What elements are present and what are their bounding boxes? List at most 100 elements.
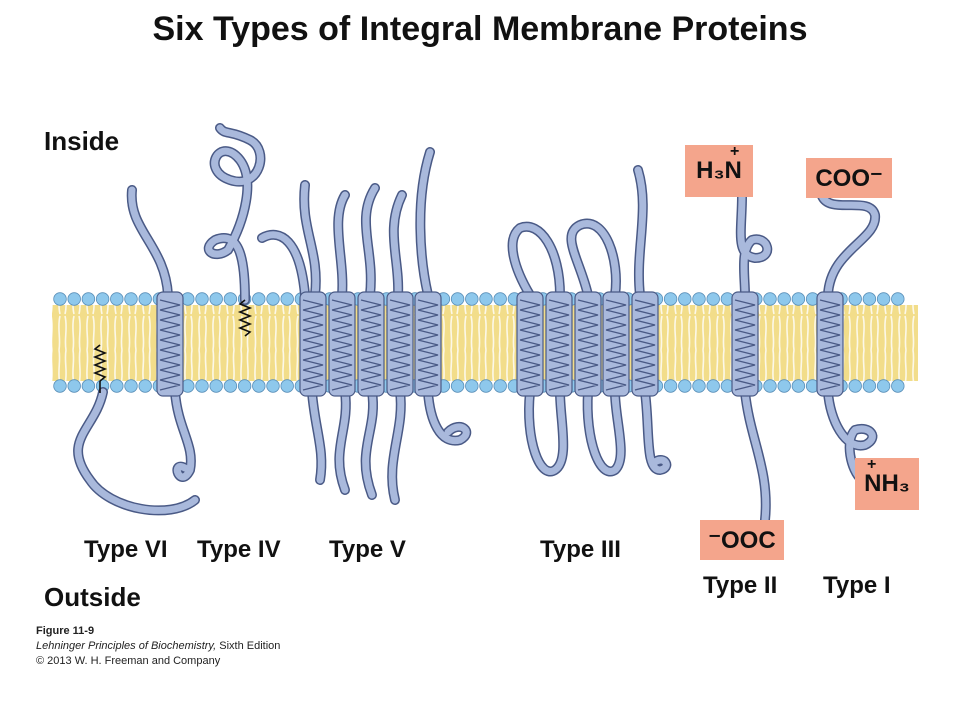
lipid-head [479, 379, 493, 393]
figure-copyright: © 2013 W. H. Freeman and Company [36, 655, 221, 667]
transmembrane-helix [516, 291, 544, 397]
lipid-head [678, 292, 692, 306]
transmembrane-helix [328, 291, 356, 397]
book-edition: Sixth Edition [216, 640, 281, 652]
lipid-head [138, 292, 152, 306]
lipid-head [777, 379, 791, 393]
lipid-head [791, 379, 806, 393]
lipid-head [692, 379, 706, 393]
lipid-head [706, 379, 720, 393]
lipid-head [763, 292, 777, 306]
type-i-n-terminus-label: NH₃ [864, 470, 910, 497]
lipid-head [81, 292, 96, 306]
lipid-head [95, 292, 110, 306]
transmembrane-helix [299, 291, 327, 397]
transmembrane-helix [357, 291, 385, 397]
lipid-head [663, 292, 678, 306]
type-ii-protein [735, 191, 773, 525]
type-vi-protein [73, 185, 200, 516]
lipid-head [678, 379, 692, 393]
transmembrane-helix [574, 291, 602, 397]
transmembrane-helix [414, 291, 442, 397]
type-iv-protein [203, 123, 310, 305]
lipid-head [706, 292, 720, 306]
figure-source: Lehninger Principles of Biochemistry, Si… [36, 639, 280, 654]
lipid-head [124, 292, 138, 306]
lipid-head [848, 379, 862, 393]
lipid-head [891, 379, 905, 393]
type-ii-n-terminus: H₃N + [685, 143, 753, 197]
lipid-head [493, 379, 507, 393]
book-title: Lehninger Principles of Biochemistry, [36, 640, 217, 652]
lipid-head [53, 292, 67, 306]
figure-caption: Figure 11-9 Lehninger Principles of Bioc… [36, 624, 280, 669]
lipid-head [53, 379, 67, 393]
lipid-head [195, 292, 209, 306]
lipid-head [876, 379, 891, 393]
transmembrane-helix [156, 291, 184, 397]
lipid-head [124, 379, 138, 393]
lipid-head [223, 292, 238, 306]
type-i-label: Type I [823, 572, 891, 599]
lipid-head [237, 379, 252, 393]
lipid-head [67, 292, 81, 306]
page-title: Six Types of Integral Membrane Proteins [152, 10, 808, 48]
transmembrane-helix [731, 291, 759, 397]
lipid-head [465, 292, 479, 306]
type-i-protein [817, 191, 880, 485]
lipid-head [465, 379, 479, 393]
type-v-protein [299, 147, 472, 505]
transmembrane-helix [602, 291, 630, 397]
lipid-head [280, 292, 294, 306]
lipid-head [81, 379, 96, 393]
lipid-head [266, 379, 280, 393]
type-iv-lipid-anchor [237, 299, 253, 337]
type-i-n-terminus: NH₃ + [855, 456, 919, 510]
lipid-head [252, 292, 266, 306]
lipid-head [110, 292, 124, 306]
type-ii-c-terminus: ⁻OOC [700, 520, 784, 560]
lipid-head [862, 292, 877, 306]
lipid-head [67, 379, 81, 393]
transmembrane-helix [545, 291, 573, 397]
lipid-head [209, 379, 223, 393]
inside-label: Inside [44, 126, 120, 156]
lipid-head [450, 292, 465, 306]
lipid-head [280, 379, 294, 393]
figure-number: Figure 11-9 [36, 625, 95, 637]
type-iii-label: Type III [540, 536, 621, 563]
type-vi-label: Type VI [84, 536, 168, 563]
type-iv-label: Type IV [197, 536, 281, 563]
lipid-head [763, 379, 777, 393]
lipid-head [791, 292, 806, 306]
type-ii-charge: + [730, 143, 740, 160]
lipid-head [848, 292, 862, 306]
type-i-c-terminus: COO⁻ [806, 158, 892, 198]
lipid-head [223, 379, 238, 393]
lipid-head [266, 292, 280, 306]
type-ii-label: Type II [703, 572, 778, 599]
lipid-head [692, 292, 706, 306]
lipid-head [195, 379, 209, 393]
lipid-head [777, 292, 791, 306]
lipid-head [663, 379, 678, 393]
lipid-head [110, 379, 124, 393]
transmembrane-helix [816, 291, 844, 397]
lipid-head [891, 292, 905, 306]
transmembrane-helix [631, 291, 659, 397]
type-iii-protein [507, 165, 672, 477]
type-v-label: Type V [329, 536, 406, 563]
lipid-head [493, 292, 507, 306]
type-vi-lipid-anchor [92, 344, 108, 382]
lipid-head [138, 379, 152, 393]
lipid-head [862, 379, 877, 393]
type-i-charge: + [867, 456, 877, 473]
lipid-head [876, 292, 891, 306]
lipid-head [479, 292, 493, 306]
lipid-head [450, 379, 465, 393]
lipid-head [252, 379, 266, 393]
outside-label: Outside [44, 582, 141, 612]
lipid-bilayer [52, 305, 918, 381]
lipid-head [209, 292, 223, 306]
